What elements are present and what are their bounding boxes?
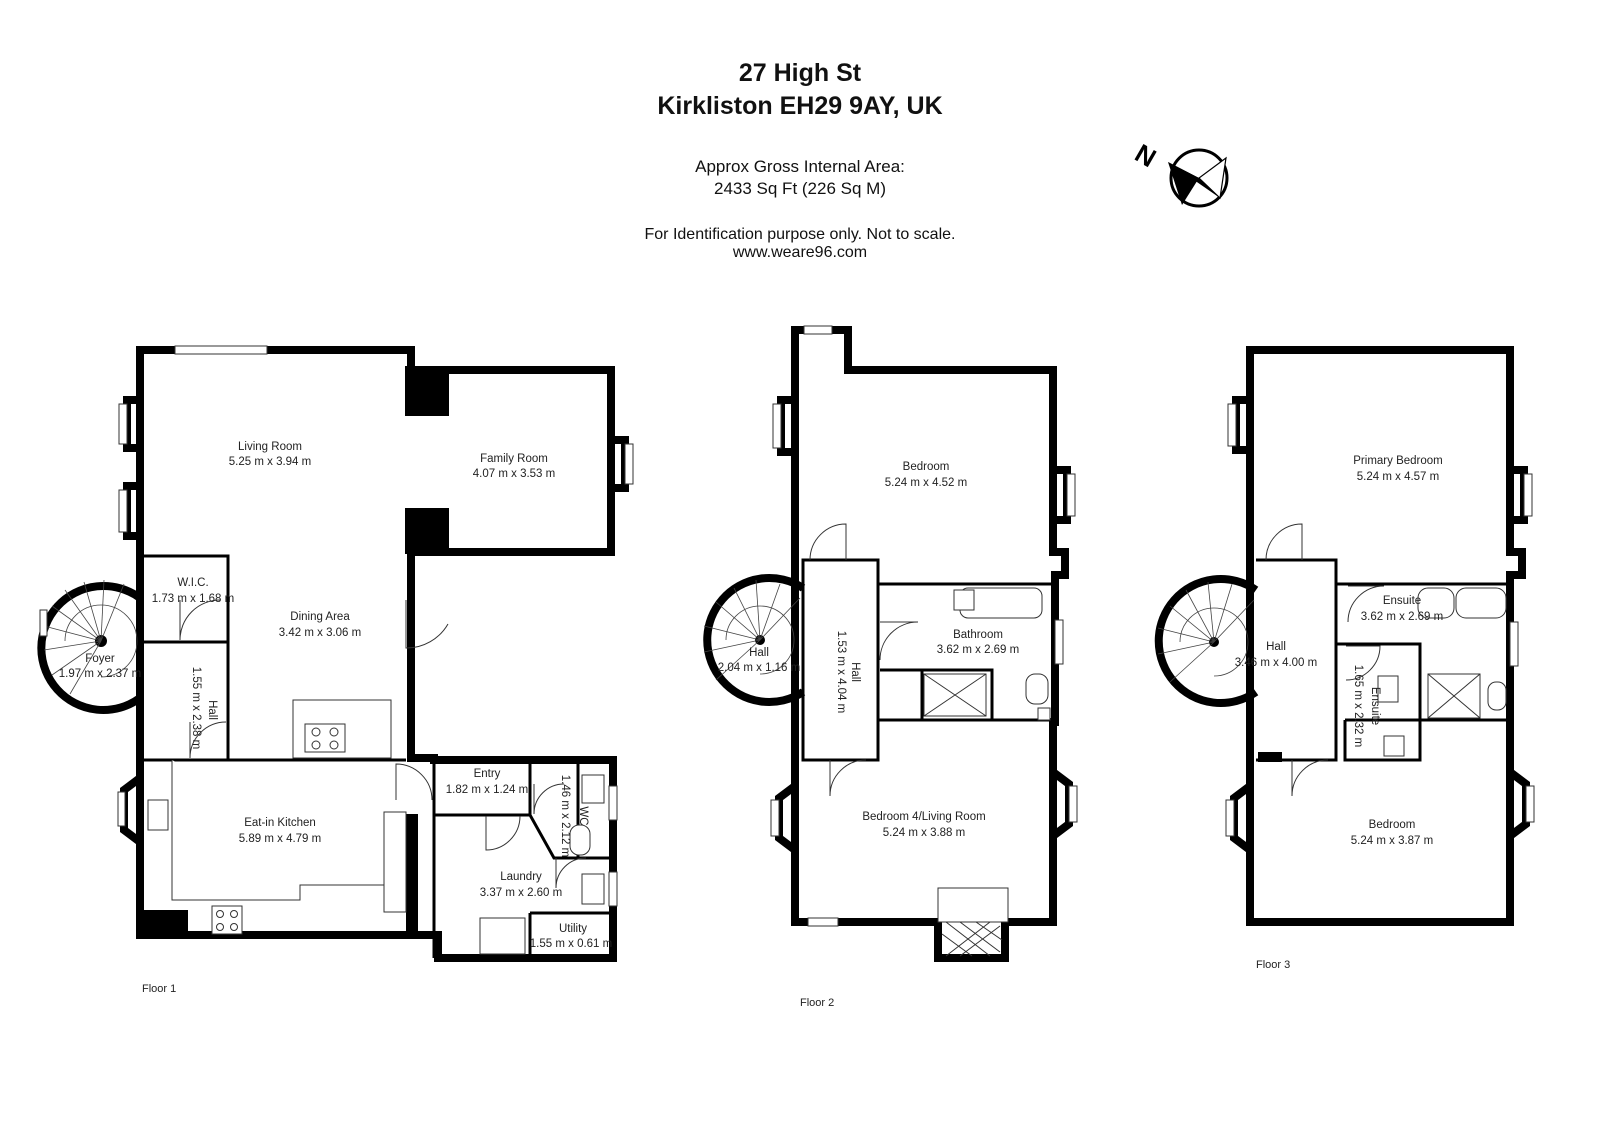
room-dims: 5.24 m x 4.57 m [1357,471,1439,483]
room-dims: 1.97 m x 2.37 m [59,668,141,680]
disclaimer: For Identification purpose only. Not to … [644,226,956,243]
floor-label: Floor 1 [142,983,176,995]
room-dims: 5.24 m x 3.87 m [1351,835,1433,847]
floor-label: Floor 3 [1256,959,1290,971]
room-name: Living Room [238,441,302,453]
room-dims: 5.24 m x 4.52 m [885,477,967,489]
room-name: Hall [206,700,218,720]
room-name: Bedroom 4/Living Room [862,811,985,823]
room-dims: 2.04 m x 1.16 m [718,662,800,674]
room-name: Ensuite [1369,687,1381,725]
floor-label: Floor 2 [800,997,834,1009]
address-line-1: 27 High St [738,59,862,87]
website: www.weare96.com [732,244,868,261]
room-name: Hall [1266,641,1286,653]
room-name: Bedroom [903,461,950,473]
room-name: Hall [749,647,769,659]
room-dims: 5.89 m x 4.79 m [239,833,321,845]
room-name: Hall [849,662,861,682]
room-name: Entry [474,768,501,780]
room-name: Laundry [500,871,542,883]
compass-icon: N [1130,138,1229,208]
room-name: Family Room [480,453,548,465]
room-dims: 1.65 m x 2.32 m [1352,665,1364,747]
room-dims: 3.42 m x 3.06 m [279,627,361,639]
area-value: 2433 Sq Ft (226 Sq M) [714,179,886,198]
address-line-2: Kirkliston EH29 9AY, UK [657,92,943,120]
room-name: Foyer [85,653,115,665]
room-dims: 3.62 m x 2.69 m [937,644,1019,656]
floor-3-labels: Primary Bedroom 5.24 m x 4.57 m Ensuite … [1235,455,1443,971]
room-name: Eat-in Kitchen [244,817,316,829]
room-dims: 5.25 m x 3.94 m [229,456,311,468]
room-dims: 1.46 m x 2.12 m [559,775,571,857]
room-name: Bathroom [953,629,1003,641]
room-name: Bedroom [1369,819,1416,831]
floor-2-labels: Bedroom 5.24 m x 4.52 m Bathroom 3.62 m … [718,461,1019,1009]
room-name: Ensuite [1383,595,1421,607]
room-name: W.I.C. [177,577,208,589]
room-dims: 3.37 m x 2.60 m [480,887,562,899]
room-dims: 1.53 m x 4.04 m [835,631,847,713]
compass-north-letter: N [1130,138,1161,173]
room-name: WC [577,806,589,825]
room-dims: 3.62 m x 2.69 m [1361,611,1443,623]
room-dims: 3.46 m x 4.00 m [1235,657,1317,669]
room-dims: 1.82 m x 1.24 m [446,784,528,796]
floor-2-plan [703,325,1078,962]
floor-1-plan [37,345,634,962]
floor-3-plan [1154,346,1535,926]
area-label: Approx Gross Internal Area: [695,157,905,176]
room-name: Primary Bedroom [1353,455,1442,467]
room-dims: 5.24 m x 3.88 m [883,827,965,839]
room-name: Utility [559,923,587,935]
room-dims: 1.55 m x 2.38 m [190,667,202,749]
room-dims: 1.73 m x 1.68 m [152,593,234,605]
room-dims: 4.07 m x 3.53 m [473,468,555,480]
room-dims: 1.55 m x 0.61 m [530,938,612,950]
room-name: Dining Area [290,611,350,623]
floor-1-labels: Living Room 5.25 m x 3.94 m Family Room … [59,441,612,995]
